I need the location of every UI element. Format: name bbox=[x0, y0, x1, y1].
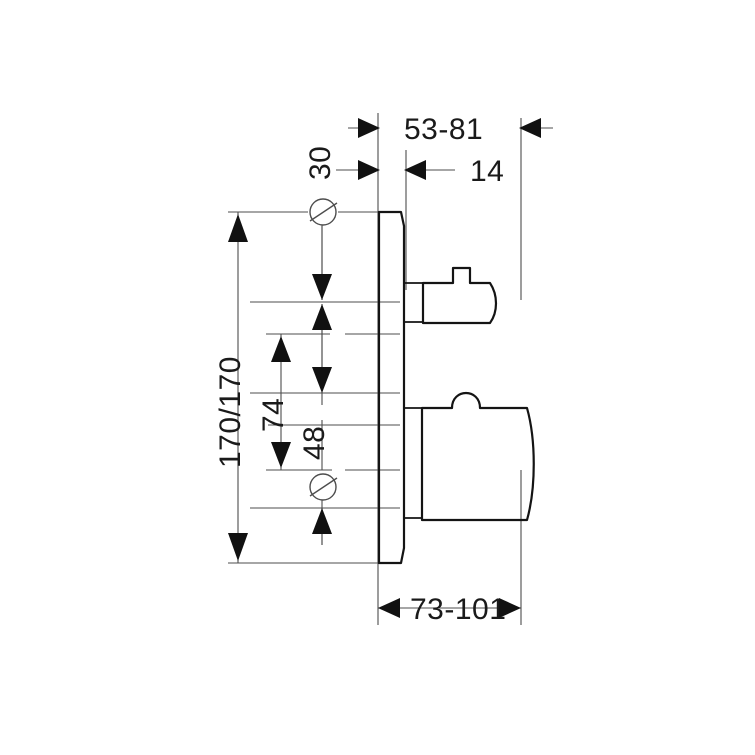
wall-escutcheon-plate bbox=[377, 210, 406, 565]
dimension-bottom-width: 73-101 bbox=[378, 593, 521, 626]
arrow-down bbox=[312, 367, 332, 393]
dimension-top-depth: 14 bbox=[336, 155, 504, 188]
dimension-label-bottom-width: 73-101 bbox=[410, 593, 506, 626]
dimension-inner-height: 48 bbox=[298, 226, 332, 545]
arrow-up bbox=[312, 304, 332, 330]
dimension-overall-height: 170/170 bbox=[214, 212, 248, 563]
arrow-down bbox=[228, 533, 248, 561]
dimension-label-top-depth: 14 bbox=[470, 155, 504, 188]
arrow-left bbox=[404, 160, 426, 180]
upper-control-handle bbox=[403, 266, 498, 325]
vertical-extension-lines bbox=[321, 113, 522, 625]
dimension-plate-thickness: 30 bbox=[304, 146, 337, 180]
arrow-right bbox=[358, 160, 380, 180]
dimension-label-plate-thickness: 30 bbox=[304, 146, 337, 180]
dimension-label-top-width: 53-81 bbox=[404, 113, 483, 146]
horizontal-extension-lines bbox=[228, 211, 400, 564]
dimension-label-overall-height: 170/170 bbox=[214, 356, 247, 468]
arrow-left bbox=[519, 118, 541, 138]
arrow-down bbox=[271, 442, 291, 468]
diameter-symbol-upper bbox=[309, 198, 338, 226]
dimension-label-mid-height: 74 bbox=[257, 398, 290, 432]
dimension-mid-height: 74 bbox=[257, 334, 291, 470]
arrow-down bbox=[312, 274, 332, 300]
lower-control-handle bbox=[403, 392, 535, 522]
arrow-up bbox=[271, 336, 291, 362]
arrow-up bbox=[228, 214, 248, 242]
arrow-left bbox=[378, 598, 400, 618]
dimension-top-width: 53-81 bbox=[348, 113, 553, 146]
arrow-up bbox=[312, 508, 332, 534]
arrow-right bbox=[499, 598, 521, 618]
arrow-right bbox=[358, 118, 380, 138]
dimension-label-inner-height: 48 bbox=[298, 426, 331, 460]
diameter-symbol-lower bbox=[309, 473, 338, 501]
